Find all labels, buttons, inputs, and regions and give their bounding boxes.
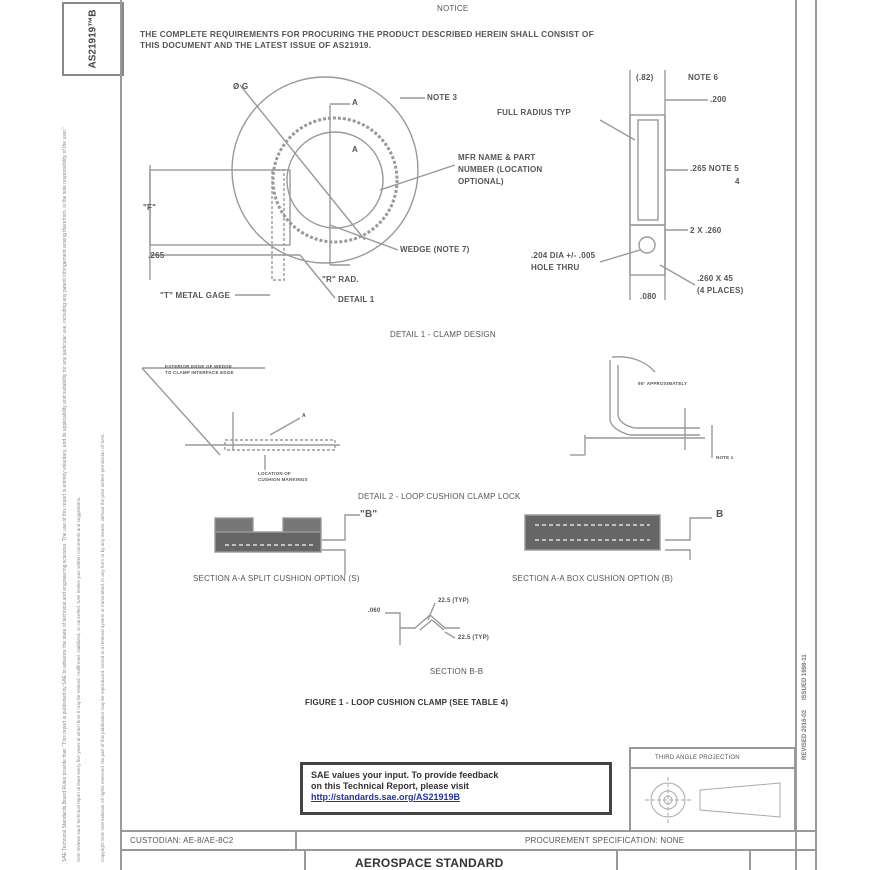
- label-angle-2: 22.5 (TYP): [458, 635, 490, 641]
- label-angle-1: 22.5 (TYP): [438, 598, 470, 604]
- label-detail1-ref: DETAIL 1: [338, 295, 375, 304]
- label-mfr-2: NUMBER (LOCATION: [458, 165, 543, 174]
- label-080: .080: [640, 292, 657, 301]
- label-box-b: B: [716, 509, 724, 520]
- label-metal-gage: "T" METAL GAGE: [160, 291, 231, 300]
- label-angle: 90° APPROXIMATELY: [638, 381, 688, 386]
- label-82: (.82): [636, 73, 654, 82]
- frame-right: [795, 0, 797, 870]
- label-full-radius: FULL RADIUS TYP: [497, 108, 571, 117]
- label-callout2a: LOCATION OF: [258, 471, 291, 476]
- label-note1: NOTE 1: [716, 455, 734, 460]
- detail2-left-view: [141, 367, 340, 470]
- detail2-caption: DETAIL 2 - LOOP CUSHION CLAMP LOCK: [358, 492, 521, 501]
- feedback-line-1: SAE values your input. To provide feedba…: [311, 770, 499, 780]
- clamp-side-view: [599, 70, 708, 300]
- label-hole-2: HOLE THRU: [531, 263, 580, 272]
- label-060: .060: [368, 608, 381, 614]
- label-r-rad: "R" RAD.: [322, 275, 359, 284]
- label-note5b: 4: [735, 177, 740, 186]
- notice-title: NOTICE: [437, 4, 469, 13]
- label-a-top: A: [352, 98, 358, 107]
- notice-line-2: THIS DOCUMENT AND THE LATEST ISSUE OF AS…: [140, 40, 372, 50]
- document-id-box: AS21919™B: [62, 2, 124, 76]
- label-dia-g: Ø G: [233, 82, 249, 91]
- label-a-mid: A: [352, 145, 358, 154]
- label-callout2b: CUSHION MARKINGS: [258, 477, 308, 482]
- label-265: .265: [148, 251, 165, 260]
- split-cushion-section: [214, 514, 360, 575]
- detail2-right-view: [570, 356, 713, 458]
- label-mfr-1: MFR NAME & PART: [458, 153, 536, 162]
- procurement-spec: PROCUREMENT SPECIFICATION: NONE: [525, 836, 685, 845]
- label-note5: .265 NOTE 5: [690, 164, 739, 173]
- box-cushion-caption: SECTION A-A BOX CUSHION OPTION (B): [512, 574, 674, 583]
- title-block-lines: [120, 747, 815, 870]
- detail1-caption: DETAIL 1 - CLAMP DESIGN: [390, 330, 496, 339]
- frame-left: [120, 0, 122, 870]
- box-cushion-section: [524, 514, 712, 560]
- label-wedge: WEDGE (NOTE 7): [400, 245, 470, 254]
- notice-line-1: THE COMPLETE REQUIREMENTS FOR PROCURING …: [140, 29, 594, 39]
- clamp-front-view: [149, 76, 456, 299]
- label-callout1a: EXTERIOR EDGE OF WEDGE: [165, 364, 233, 369]
- section-bb: [385, 602, 460, 645]
- label-note6: NOTE 6: [688, 73, 719, 82]
- label-f-dim: "F": [143, 203, 157, 212]
- aerospace-standard-title: AEROSPACE STANDARD: [355, 856, 504, 870]
- figure-caption: FIGURE 1 - LOOP CUSHION CLAMP (SEE TABLE…: [305, 698, 509, 707]
- label-200: .200: [710, 95, 727, 104]
- projection-label: THIRD ANGLE PROJECTION: [655, 755, 740, 761]
- feedback-box: SAE values your input. To provide feedba…: [300, 762, 612, 815]
- feedback-line-2: on this Technical Report, please visit: [311, 781, 469, 791]
- label-chamfer-1: .260 X 45: [697, 274, 734, 283]
- label-chamfer-2: (4 PLACES): [697, 286, 744, 295]
- label-2x-260: 2 X .260: [690, 226, 722, 235]
- label-callout-a: A: [302, 413, 306, 419]
- third-angle-projection-icon: [645, 777, 781, 823]
- split-cushion-caption: SECTION A-A SPLIT CUSHION OPTION (S): [193, 574, 360, 583]
- label-note3: NOTE 3: [427, 93, 458, 102]
- label-split-b: "B": [360, 509, 378, 520]
- section-bb-caption: SECTION B-B: [430, 667, 484, 676]
- label-hole-1: .204 DIA +/- .005: [531, 251, 596, 260]
- frame-outer-right: [815, 0, 817, 870]
- custodian: CUSTODIAN: AE-8/AE-8C2: [130, 836, 234, 845]
- label-mfr-3: OPTIONAL): [458, 177, 504, 186]
- label-callout1b: TO CLAMP INTERFACE EDGE: [165, 370, 234, 375]
- feedback-link[interactable]: http://standards.sae.org/AS21919B: [311, 792, 461, 802]
